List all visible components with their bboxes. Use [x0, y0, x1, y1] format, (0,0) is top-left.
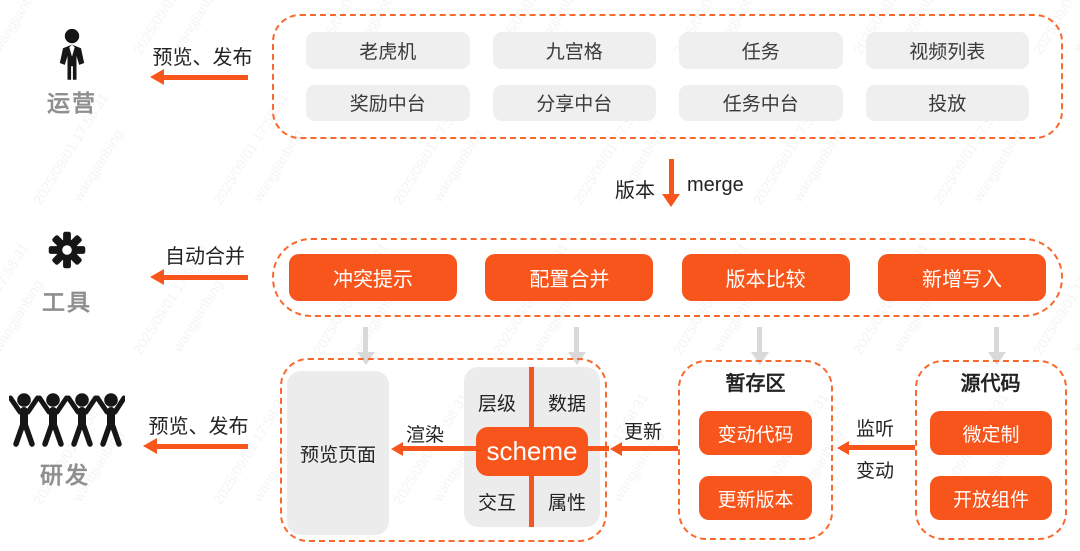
- merge-tools-panel: 冲突提示 配置合并 版本比较 新增写入: [272, 238, 1063, 317]
- arrow-shaft: [164, 274, 248, 280]
- render-label: 渲染: [405, 425, 444, 446]
- arrow-left-head: [143, 438, 157, 454]
- arrow-shaft: [849, 445, 915, 450]
- module-chip: 奖励中台: [306, 84, 470, 121]
- scheme-node: scheme: [476, 427, 588, 476]
- version-label: 版本: [615, 180, 655, 202]
- quadrant-label-data: 数据: [547, 394, 586, 415]
- listen-label: 监听: [855, 419, 894, 440]
- change-label: 变动: [855, 461, 894, 482]
- dev-arrow-label: 预览、发布: [148, 416, 249, 438]
- modules-grid: 老虎机 九宫格 任务 视频列表 奖励中台 分享中台 任务中台 投放: [276, 18, 1059, 135]
- flow-down-arrow: [994, 327, 999, 354]
- quadrant-label-attribute: 属性: [547, 493, 586, 514]
- dev-team-icon: [9, 393, 125, 447]
- staging-title: 暂存区: [725, 373, 786, 395]
- module-chip: 投放: [865, 84, 1029, 121]
- flow-down-arrow: [363, 327, 368, 354]
- operations-label: 运营: [47, 90, 97, 116]
- quadrant-label-interaction: 交互: [477, 493, 516, 514]
- update-label: 更新: [623, 422, 662, 443]
- arrow-left-head: [150, 269, 164, 285]
- source-panel: [915, 360, 1067, 540]
- listen-change-arrow: [837, 440, 915, 455]
- staging-chip: 更新版本: [699, 476, 812, 520]
- tool-chip: 版本比较: [681, 254, 850, 301]
- tools-gear-icon: [48, 231, 86, 269]
- module-chip: 视频列表: [865, 32, 1029, 69]
- update-arrow: [610, 441, 678, 456]
- arrow-shaft: [157, 443, 248, 449]
- merge-tools-row: 冲突提示 配置合并 版本比较 新增写入: [276, 242, 1059, 313]
- top-arrow-label: 预览、发布: [152, 47, 253, 69]
- merge-down-arrow: [669, 159, 674, 195]
- source-title: 源代码: [960, 373, 1021, 395]
- module-chip: 分享中台: [492, 84, 656, 121]
- preview-page-node: 预览页面: [287, 371, 389, 535]
- tool-chip: 新增写入: [877, 254, 1046, 301]
- arrow-shaft: [622, 446, 678, 451]
- top-publish-arrow: [150, 69, 248, 85]
- quadrant-label-hierarchy: 层级: [477, 394, 516, 415]
- staging-chip: 变动代码: [699, 411, 812, 455]
- arrow-left-head: [837, 440, 849, 455]
- tool-chip: 配置合并: [485, 254, 654, 301]
- flow-down-arrow: [574, 327, 579, 354]
- module-chip: 任务中台: [679, 84, 843, 121]
- modules-panel: 老虎机 九宫格 任务 视频列表 奖励中台 分享中台 任务中台 投放: [272, 14, 1063, 139]
- module-chip: 任务: [679, 32, 843, 69]
- operations-person-icon: [59, 28, 85, 80]
- source-chip: 开放组件: [930, 476, 1052, 520]
- tools-arrow-label: 自动合并: [165, 246, 245, 268]
- arrow-left-head: [610, 441, 622, 456]
- auto-merge-arrow: [150, 269, 248, 285]
- arrow-left-head: [150, 69, 164, 85]
- module-chip: 九宫格: [492, 32, 656, 69]
- flow-down-arrow: [757, 327, 762, 354]
- arrow-shaft: [164, 74, 248, 80]
- merge-label: merge: [687, 174, 744, 196]
- source-chip: 微定制: [930, 411, 1052, 455]
- merge-down-arrow-head: [662, 194, 680, 207]
- dev-publish-arrow: [143, 438, 248, 454]
- tools-label: 工具: [42, 289, 92, 315]
- arrow-left-head: [391, 441, 403, 456]
- module-chip: 老虎机: [306, 32, 470, 69]
- tool-chip: 冲突提示: [289, 254, 457, 301]
- dev-label: 研发: [40, 462, 90, 488]
- staging-panel: [678, 360, 833, 540]
